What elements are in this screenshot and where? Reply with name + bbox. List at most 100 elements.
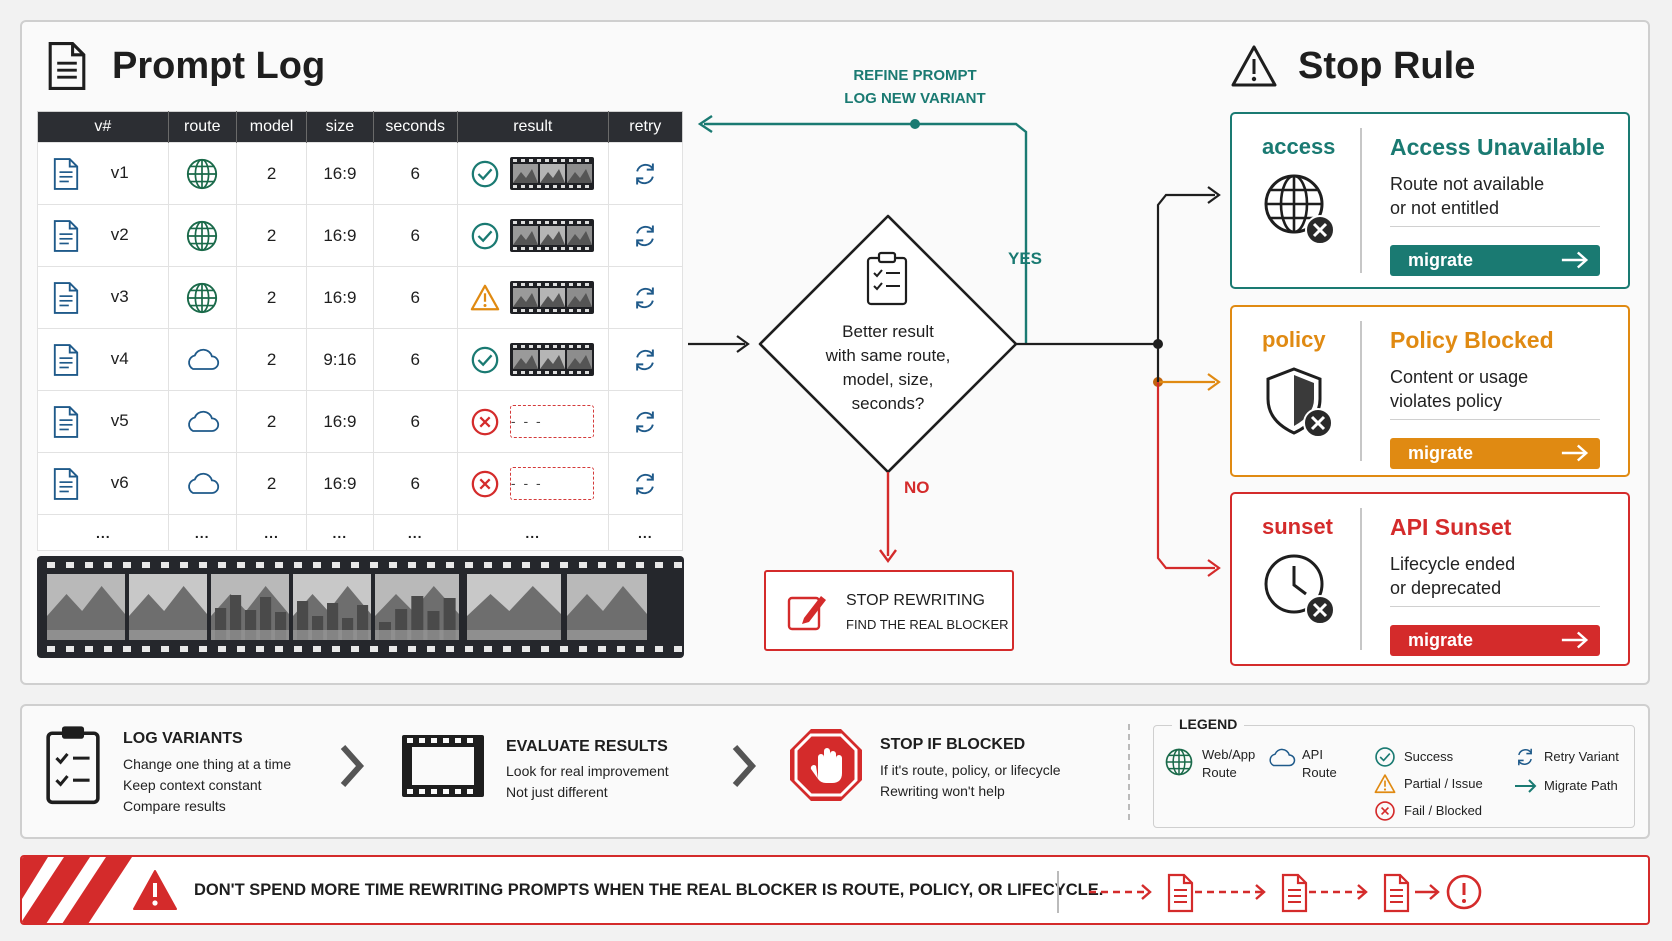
card-heading: API Sunset	[1390, 514, 1512, 540]
card-description-line: or deprecated	[1390, 578, 1502, 598]
column-header: retry	[608, 111, 683, 143]
column-header: result	[457, 111, 609, 143]
output-thumbnail[interactable]	[509, 157, 594, 190]
arrowhead	[1207, 186, 1221, 204]
sprocket-hole	[332, 562, 340, 568]
banner-alert-icon	[1446, 874, 1482, 910]
step-line: Look for real improvement	[506, 763, 669, 779]
card-rule	[1390, 606, 1600, 607]
retry-cell	[607, 328, 684, 391]
sprocket-hole	[598, 646, 606, 652]
film-frame	[129, 574, 207, 640]
seconds-cell: 6	[372, 390, 458, 453]
sprocket-hole	[294, 562, 302, 568]
size-cell: 16:9	[306, 142, 374, 205]
branch-sunset	[1156, 382, 1215, 570]
sprocket-hole	[47, 646, 55, 652]
film-frame	[375, 574, 459, 640]
sprocket-hole	[85, 562, 93, 568]
version-label: v6	[110, 472, 129, 492]
film-frame-icon	[402, 735, 484, 797]
legend-globe-icon	[1165, 748, 1193, 776]
output-thumbnail[interactable]	[509, 219, 594, 252]
model-cell: 2	[235, 390, 308, 453]
card-heading: Policy Blocked	[1390, 327, 1554, 353]
sprocket-hole	[218, 646, 226, 652]
arrowhead	[697, 115, 713, 133]
sprocket-hole	[503, 562, 511, 568]
card-divider	[1360, 128, 1362, 273]
warning-banner: DON'T SPEND MORE TIME REWRITING PROMPTS …	[20, 855, 1650, 925]
table-row-more: .....................	[37, 514, 684, 551]
film-frame	[47, 574, 125, 640]
sprocket-hole	[123, 646, 131, 652]
route-cell	[167, 142, 237, 205]
film-frame	[211, 574, 289, 640]
result-cell: - - -	[456, 452, 609, 515]
card-divider	[1360, 508, 1362, 650]
migrate-button[interactable]: migrate	[1390, 245, 1600, 276]
sprocket-hole	[465, 646, 473, 652]
sprocket-hole	[446, 646, 454, 652]
sprocket-hole	[161, 562, 169, 568]
filmstrip-graphic	[47, 562, 682, 652]
stop-rule-card-policy: policy Policy Blocked Content or usage v…	[1230, 305, 1630, 477]
legend-fail: Fail / Blocked	[1404, 803, 1483, 818]
sprocket-hole	[256, 562, 264, 568]
table-row[interactable]: v4 2 9:16 6	[37, 328, 684, 391]
column-header: size	[306, 111, 374, 143]
column-header: model	[236, 111, 308, 143]
sprocket-hole	[313, 646, 321, 652]
hazard-stripes	[22, 857, 132, 923]
stop-hand-icon	[790, 729, 862, 801]
table-row[interactable]: v2 2 16:9 6	[37, 204, 684, 267]
arrow-right-icon	[1560, 251, 1588, 269]
banner-document-icon	[1281, 873, 1308, 913]
ellipsis-cell: ...	[456, 514, 609, 551]
decision-line: Better result	[842, 322, 934, 341]
arrowhead	[1141, 884, 1152, 900]
legend-label: Route	[1202, 765, 1237, 780]
table-row[interactable]: v6 2 16:9 6 - - -	[37, 452, 684, 515]
step-line: Keep context constant	[123, 777, 262, 793]
legend-label: Route	[1302, 765, 1337, 780]
banner-document-icon	[1167, 873, 1194, 913]
banner-flow-graphic	[1089, 873, 1482, 913]
card-rule	[1390, 226, 1600, 227]
legend-label: Web/App	[1202, 747, 1256, 762]
version-cell: v2	[37, 204, 169, 267]
card-icon	[1262, 365, 1336, 444]
sprocket-hole	[294, 646, 302, 652]
sprocket-hole	[66, 646, 74, 652]
refine-node	[910, 119, 920, 129]
arrowhead	[1429, 884, 1440, 900]
sprocket-hole	[161, 646, 169, 652]
sprocket-hole	[370, 646, 378, 652]
output-thumbnail[interactable]	[509, 281, 594, 314]
globe-blocked-icon	[1264, 174, 1335, 245]
sprocket-hole	[408, 646, 416, 652]
version-cell: v6	[37, 452, 169, 515]
migrate-button[interactable]: migrate	[1390, 438, 1600, 469]
prompt-log-table: v# route model size seconds result retry…	[37, 111, 684, 551]
migrate-button[interactable]: migrate	[1390, 625, 1600, 656]
sprocket-hole	[313, 562, 321, 568]
sprocket-hole	[370, 562, 378, 568]
result-cell	[456, 328, 609, 391]
version-label: v1	[110, 162, 129, 182]
table-row[interactable]: v1 2 16:9 6	[37, 142, 684, 205]
sprocket-hole	[484, 562, 492, 568]
output-thumbnail[interactable]	[509, 343, 594, 376]
table-row[interactable]: v3 2 16:9 6	[37, 266, 684, 329]
sprocket-hole	[142, 646, 150, 652]
seconds-cell: 6	[372, 328, 458, 391]
retry-cell	[607, 452, 684, 515]
legend-success: Success	[1404, 749, 1454, 764]
sprocket-hole	[636, 646, 644, 652]
decision-line: seconds?	[851, 394, 925, 413]
card-heading: Access Unavailable	[1390, 134, 1605, 160]
card-rule	[1390, 419, 1600, 420]
step-title: EVALUATE RESULTS	[506, 738, 668, 755]
route-cell	[167, 328, 237, 391]
table-row[interactable]: v5 2 16:9 6 - - -	[37, 390, 684, 453]
